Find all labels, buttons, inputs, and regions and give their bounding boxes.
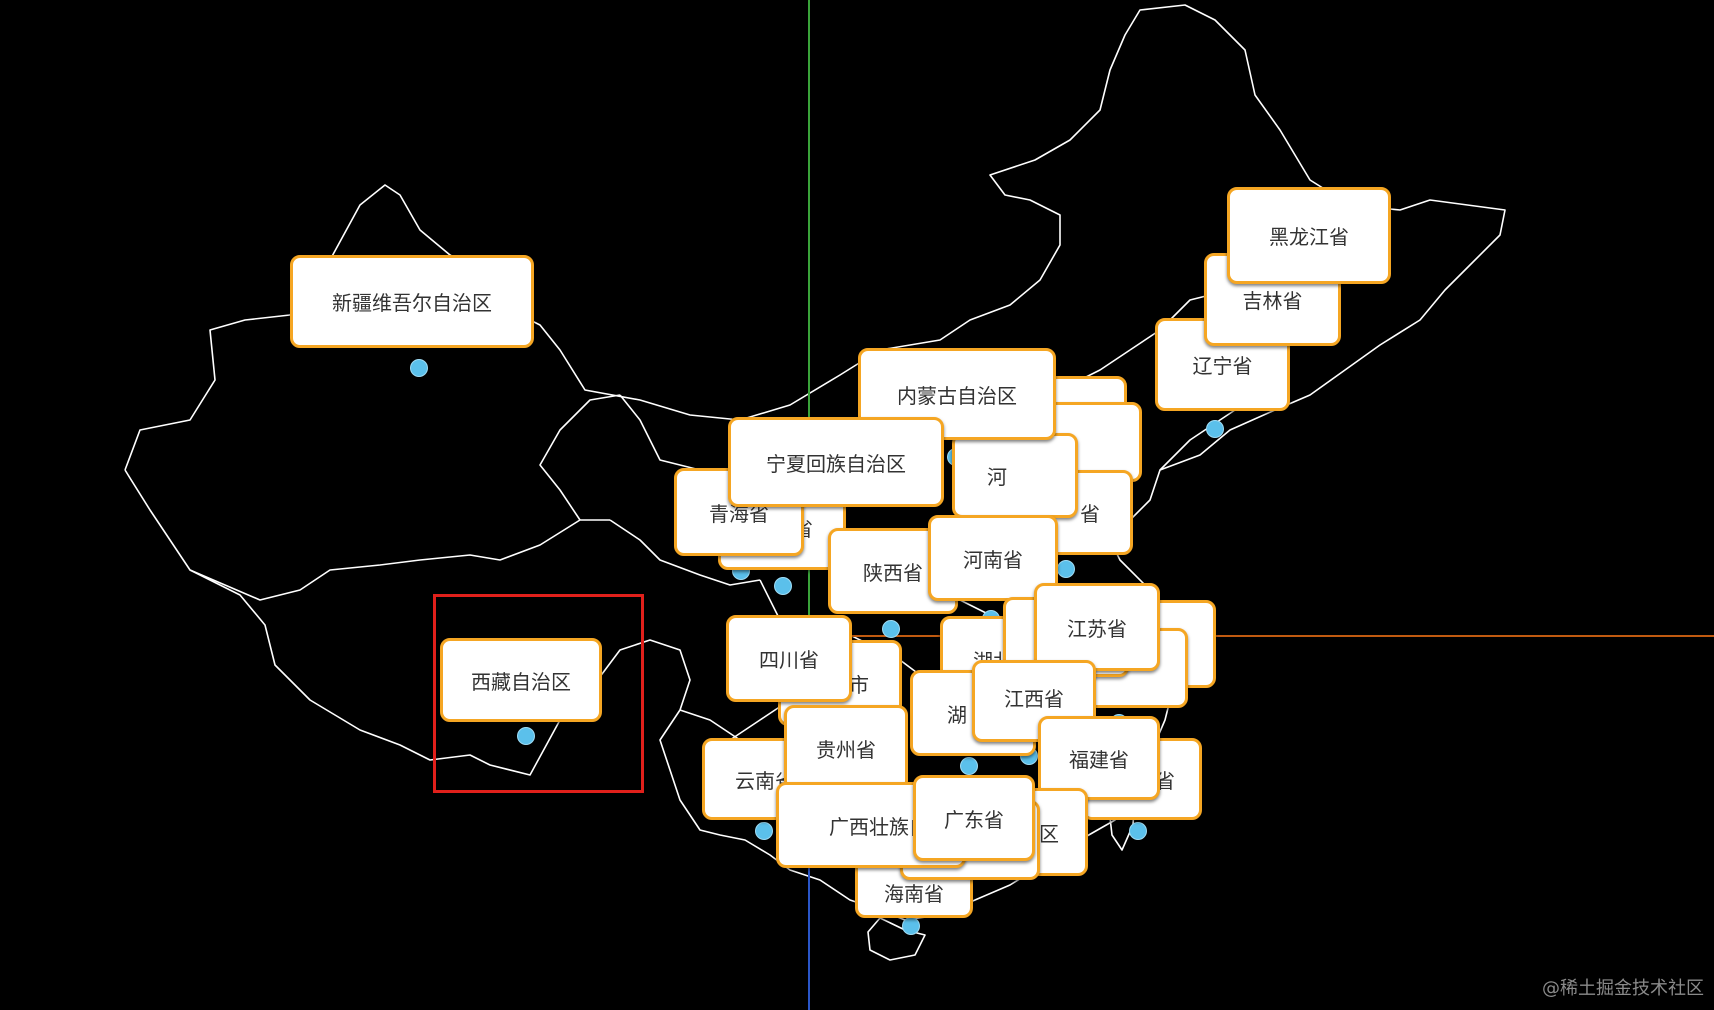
selection-box-tibet [433, 594, 644, 793]
guide-line-horizontal [808, 635, 1714, 637]
province-dot[interactable] [902, 917, 920, 935]
province-label-tibet[interactable]: 西藏自治区 [440, 638, 602, 722]
province-label-sichuan[interactable]: 四川省 [726, 615, 852, 702]
map-border-southwest [124, 469, 881, 911]
province-dot[interactable] [517, 727, 535, 745]
map-line-xinjiang-qinghai [539, 394, 621, 521]
province-dot[interactable] [1057, 560, 1075, 578]
province-dot[interactable] [1206, 420, 1224, 438]
guide-line-vertical-top [808, 0, 810, 640]
province-label-xinjiang[interactable]: 新疆维吾尔自治区 [290, 255, 534, 348]
province-label-jiangsu[interactable]: 江苏省 [1034, 583, 1160, 671]
province-label-henan[interactable]: 河南省 [928, 515, 1058, 601]
province-label-guangdong[interactable]: 广东省 [913, 775, 1035, 861]
map-line-qinghai-tibet [609, 519, 761, 586]
province-label-guizhou[interactable]: 贵州省 [784, 705, 908, 791]
province-label-hebei[interactable]: 河 [952, 433, 1078, 518]
province-label-fujian[interactable]: 福建省 [1038, 716, 1160, 800]
province-dot[interactable] [1129, 822, 1147, 840]
province-label-ningxia[interactable]: 宁夏回族自治区 [728, 417, 944, 507]
map-line-xinjiang-tibet [189, 519, 610, 601]
province-dot[interactable] [410, 359, 428, 377]
province-dot[interactable] [755, 822, 773, 840]
province-dot[interactable] [960, 757, 978, 775]
map-border-north [124, 4, 1506, 471]
province-label-heilongjiang[interactable]: 黑龙江省 [1227, 187, 1391, 284]
province-dot[interactable] [774, 577, 792, 595]
watermark: @稀土掘金技术社区 [1542, 978, 1704, 999]
province-dot[interactable] [882, 620, 900, 638]
